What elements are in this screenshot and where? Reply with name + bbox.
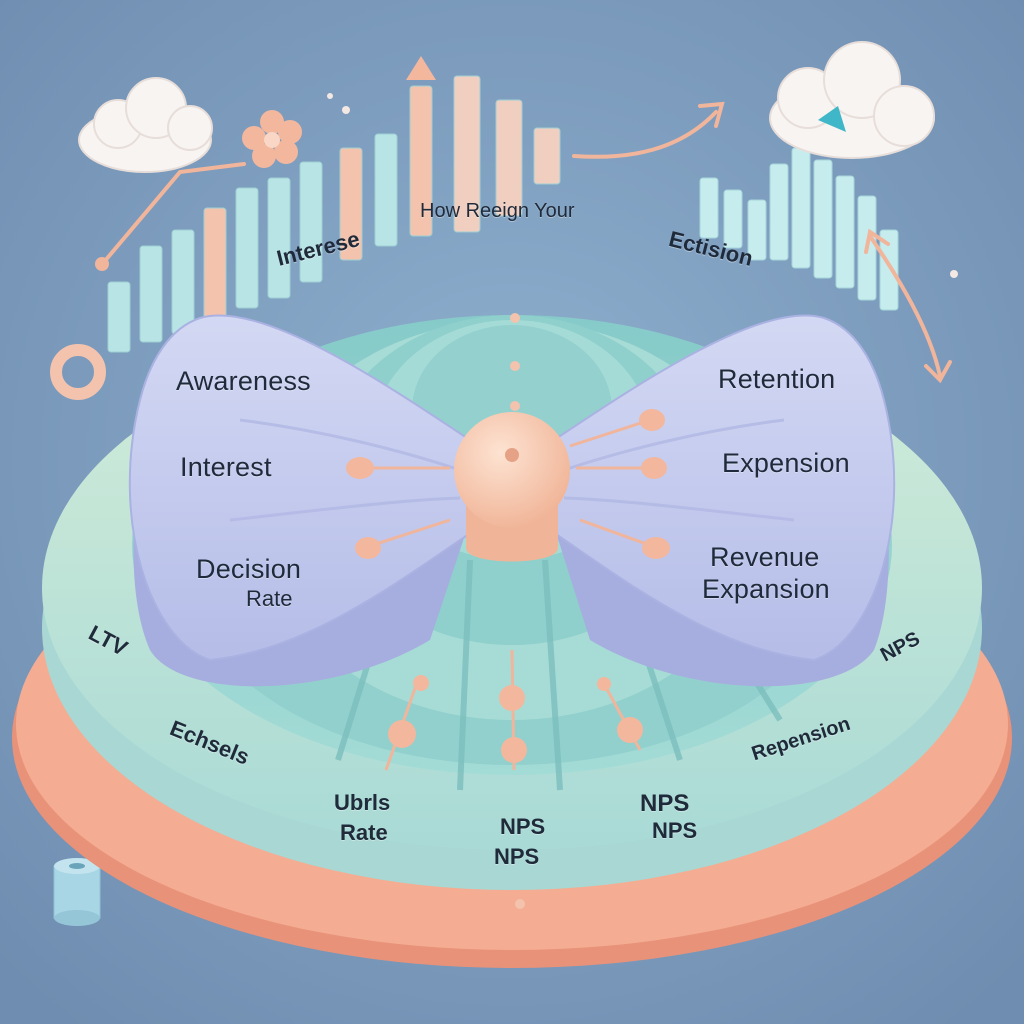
ring-label-nps-b-top: NPS (640, 790, 690, 817)
ring-label-title: How Reeign Your (420, 200, 575, 222)
flower-icon (242, 110, 302, 168)
bow-left-wing (128, 314, 477, 662)
arrow-icon-left (102, 162, 246, 264)
ring-label-nps-b-bottom: NPS (652, 818, 698, 843)
cloud-icon-right (769, 41, 935, 159)
bow-pins (346, 409, 670, 559)
ring-label-rate: Rate (340, 820, 388, 845)
bow-knot (454, 412, 570, 562)
bow-label-revenue: Revenue (710, 542, 820, 572)
arrow-dot (95, 257, 109, 271)
bow-label-expansion: Expension (722, 448, 850, 478)
bow-label-awareness: Awareness (176, 366, 311, 396)
bow-label-revenue-expansion: Expansion (702, 574, 830, 604)
bar-chart-icon-left (107, 75, 561, 353)
crystal-icon (818, 106, 846, 132)
bow-right-wing (548, 314, 896, 662)
arrow-icon-right (864, 228, 952, 384)
bow-folds (229, 418, 795, 522)
ring-label-nps-a-top: NPS (500, 814, 546, 839)
arrow-icon-top-right (572, 101, 725, 159)
bow-label-decision-rate: Rate (246, 586, 293, 611)
sparkle-dots (327, 93, 958, 278)
pin-markers (384, 649, 643, 771)
cloud-icon-left (78, 77, 213, 173)
arrow-icon-up (406, 56, 436, 80)
ring-label-ubrls: Ubrls (334, 790, 391, 815)
cylinder-icon (53, 858, 101, 926)
bow-label-interest: Interest (180, 452, 272, 482)
ring-icon (50, 344, 106, 400)
step-dots (510, 313, 525, 909)
bow-label-retention: Retention (718, 364, 836, 394)
ring-label-nps-a-bottom: NPS (494, 844, 540, 869)
bow-label-decision: Decision (196, 554, 302, 584)
